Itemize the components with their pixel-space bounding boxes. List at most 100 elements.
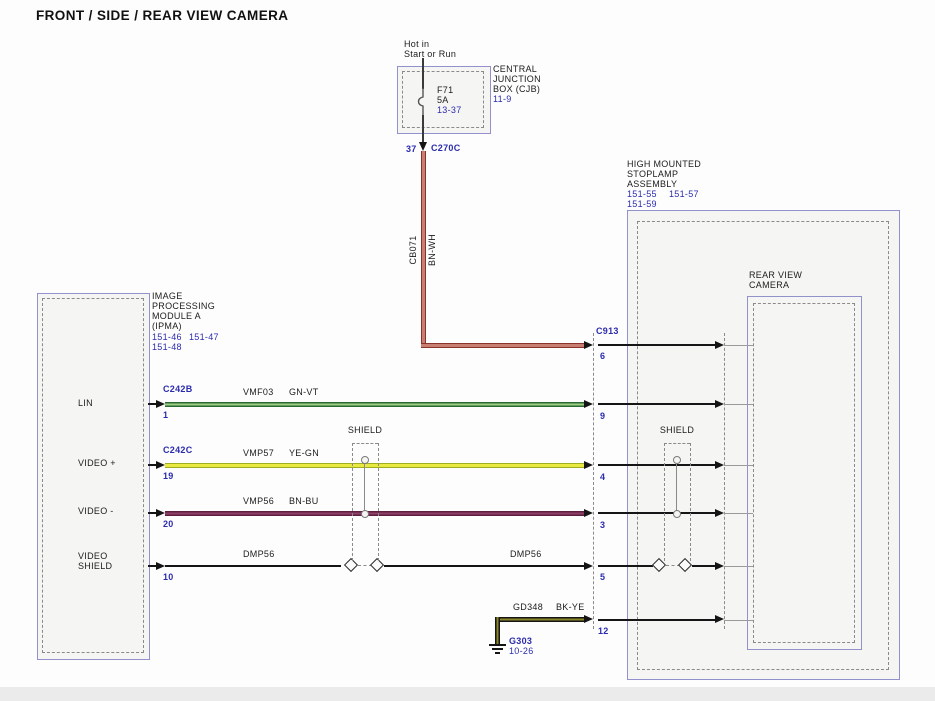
shield-box-top-left: [352, 443, 378, 444]
stoplamp-page-ref-1: 151-55: [627, 189, 657, 199]
hot-label-line2: Start or Run: [404, 49, 457, 59]
shield-box-leg-right: [378, 443, 379, 561]
pin-left-video-minus: 20: [163, 519, 174, 529]
hot-label-line1: Hot in: [404, 39, 430, 49]
wire-video-shield-seg2: [384, 565, 585, 567]
stoplamp-label-line1: HIGH MOUNTED: [627, 159, 702, 169]
wire-video-shield-seg1: [165, 565, 341, 567]
signal-label-video-shield-line2: SHIELD: [78, 561, 113, 571]
ipma-box: [37, 293, 150, 660]
power-wire-color-label: BN-WH: [427, 234, 437, 266]
ground-page-ref: 10-26: [509, 646, 534, 656]
connector-c242c-label: C242C: [163, 445, 193, 455]
color-code-video-plus: YE-GN: [289, 448, 320, 458]
arrow-right-icon: [715, 509, 724, 517]
fuse-icon: [417, 88, 424, 116]
cjb-label-line1: CENTRAL: [493, 64, 538, 74]
pin-right-video-shield: 5: [600, 572, 606, 582]
cjb-label-line2: JUNCTION: [493, 74, 541, 84]
camera-label-line1: REAR VIEW: [749, 270, 803, 280]
power-wire-horizontal: [421, 343, 586, 348]
wire-video-minus: [165, 511, 585, 516]
fuse-name: F71: [437, 85, 454, 95]
camera-stub-video-minus: [724, 513, 753, 514]
circuit-label-lin: VMF03: [243, 387, 274, 397]
interior-wire-ground: [598, 619, 715, 621]
stoplamp-label-line3: ASSEMBLY: [627, 179, 678, 189]
shield-box-leg-left: [352, 443, 353, 561]
arrow-right-icon: [156, 509, 165, 517]
camera-stub-lin: [724, 404, 753, 405]
camera-stub-ground: [724, 620, 753, 621]
signal-label-video-shield-line1: VIDEO: [78, 551, 108, 561]
pin-right-lin: 9: [600, 411, 606, 421]
cjb-label-line3: BOX (CJB): [493, 84, 541, 94]
signal-label-video-plus: VIDEO +: [78, 458, 116, 468]
connector-c913-dashed-line: [593, 333, 594, 629]
twisted-pair-terminal-icon: [361, 510, 369, 518]
pin-right-power: 6: [600, 351, 606, 361]
signal-label-lin: LIN: [78, 398, 93, 408]
shield-label-right: SHIELD: [659, 425, 695, 435]
wire-ground-horizontal: [495, 617, 584, 622]
interior-wire-video-shield-seg2: [692, 565, 715, 567]
stoplamp-page-ref-2: 151-57: [669, 189, 699, 199]
pin-right-ground: 12: [598, 626, 609, 636]
feed-line-upper: [422, 58, 424, 89]
ground-symbol-icon: [495, 652, 500, 654]
stub-lin: [148, 403, 156, 405]
ground-symbol-icon: [492, 648, 503, 650]
pin-left-video-shield: 10: [163, 572, 174, 582]
arrow-right-icon: [584, 562, 593, 570]
color-code-lin: GN-VT: [289, 387, 319, 397]
fuse-page-ref: 13-37: [437, 105, 462, 115]
connector-c270c-label: C270C: [431, 143, 461, 153]
pin-left-video-plus: 19: [163, 471, 174, 481]
shield-diamond-icon: [369, 557, 385, 573]
shield-dash-gap: [358, 565, 372, 566]
stub-video-plus: [148, 464, 156, 466]
cjb-fuse-box-inner-dashed: [402, 71, 484, 128]
ipma-label-line1: IMAGE: [152, 291, 183, 301]
twisted-pair-terminal-icon: [673, 456, 681, 464]
wire-video-plus: [165, 463, 585, 468]
circuit-label-video-plus: VMP57: [243, 448, 275, 458]
interior-wire-video-minus: [598, 512, 715, 514]
arrow-right-icon: [584, 615, 593, 623]
arrow-right-icon: [715, 562, 724, 570]
circuit-label-video-minus: VMP56: [243, 496, 275, 506]
ipma-page-ref-3: 151-48: [152, 342, 182, 352]
camera-connector-dashed-line: [724, 333, 725, 629]
interior-wire-lin: [598, 403, 715, 405]
bottom-margin-strip: [0, 687, 935, 701]
circuit-label-video-shield-right: DMP56: [510, 549, 542, 559]
shield-diamond-icon: [343, 557, 359, 573]
ipma-box-inner-dashed: [42, 298, 144, 653]
arrow-right-icon: [156, 461, 165, 469]
camera-stub-video-shield: [724, 566, 753, 567]
stub-video-minus: [148, 512, 156, 514]
arrow-right-icon: [156, 400, 165, 408]
connector-c242b-label: C242B: [163, 384, 193, 394]
twisted-pair-line: [364, 459, 365, 513]
camera-stub-video-plus: [724, 465, 753, 466]
arrow-right-icon: [715, 461, 724, 469]
shield-label-left: SHIELD: [347, 425, 383, 435]
power-wire-circuit-label: CB071: [408, 235, 418, 265]
pin-left-lin: 1: [163, 410, 169, 420]
cjb-page-ref: 11-9: [493, 94, 512, 104]
arrow-right-icon: [715, 341, 724, 349]
power-wire-vertical: [421, 151, 426, 348]
ipma-page-ref-2: 151-47: [189, 332, 219, 342]
rear-view-camera-box-inner-dashed: [753, 303, 855, 643]
ipma-page-ref-1: 151-46: [152, 332, 182, 342]
arrow-right-icon: [584, 461, 593, 469]
circuit-label-ground: GD348: [513, 602, 544, 612]
stub-video-shield: [148, 565, 156, 567]
rear-view-camera-box: [747, 296, 862, 650]
page-title: FRONT / SIDE / REAR VIEW CAMERA: [36, 8, 289, 23]
ipma-label-line3: MODULE A: [152, 311, 201, 321]
arrow-right-icon: [584, 400, 593, 408]
feed-line-lower: [422, 115, 424, 142]
wire-ground-vertical: [495, 617, 500, 644]
